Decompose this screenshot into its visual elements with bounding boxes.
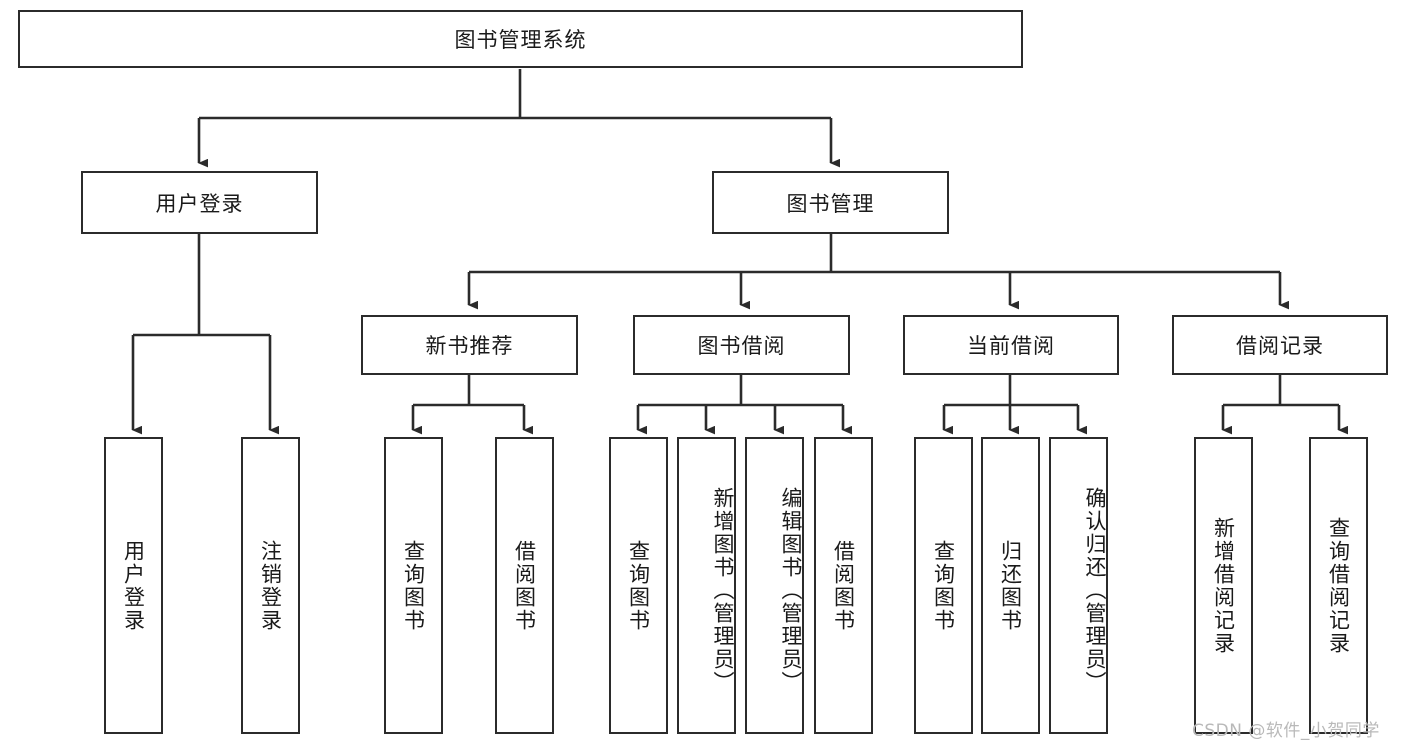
node-label: 注销登录 xyxy=(258,539,283,632)
leaf-user-login[interactable]: 用户登录 xyxy=(104,437,163,734)
node-label: 查询图书 xyxy=(401,539,426,632)
leaf-return-book[interactable]: 归还图书 xyxy=(981,437,1040,734)
node-label: 图书管理 xyxy=(786,191,875,216)
csdn-watermark: CSDN @软件_小贺同学 xyxy=(1192,721,1380,741)
node-user-login[interactable]: 用户登录 xyxy=(81,171,318,234)
node-label: 查询借阅记录 xyxy=(1326,516,1351,655)
node-book-management[interactable]: 图书管理 xyxy=(712,171,949,234)
leaf-add-borrow-record[interactable]: 新增借阅记录 xyxy=(1194,437,1253,734)
node-label: 查询图书 xyxy=(626,539,651,632)
node-label: 当前借阅 xyxy=(967,334,1055,358)
node-label: 确认归还（管理员） xyxy=(1083,487,1107,694)
node-label: 借阅图书 xyxy=(831,539,856,632)
node-label: 新增借阅记录 xyxy=(1211,516,1236,655)
node-label: 图书管理系统 xyxy=(454,28,587,52)
node-new-book-recommend[interactable]: 新书推荐 xyxy=(361,315,578,375)
leaf-add-book[interactable]: 新增图书（管理员） xyxy=(677,437,736,734)
node-label: 图书借阅 xyxy=(697,334,786,358)
node-label: 用户登录 xyxy=(155,191,244,216)
leaf-confirm-return[interactable]: 确认归还（管理员） xyxy=(1049,437,1108,734)
node-book-management-system[interactable]: 图书管理系统 xyxy=(18,10,1023,68)
leaf-query-book-borrow[interactable]: 查询图书 xyxy=(609,437,668,734)
node-label: 查询图书 xyxy=(931,539,956,632)
node-label: 借阅图书 xyxy=(512,539,537,632)
node-book-borrow[interactable]: 图书借阅 xyxy=(633,315,850,375)
leaf-logout-login[interactable]: 注销登录 xyxy=(241,437,300,734)
node-label: 新书推荐 xyxy=(425,334,514,358)
node-label: 编辑图书（管理员） xyxy=(779,487,803,694)
node-label: 用户登录 xyxy=(121,539,146,632)
node-label: 新增图书（管理员） xyxy=(711,487,735,694)
leaf-query-book-recommend[interactable]: 查询图书 xyxy=(384,437,443,734)
leaf-borrow-book-recommend[interactable]: 借阅图书 xyxy=(495,437,554,734)
node-current-borrow[interactable]: 当前借阅 xyxy=(903,315,1119,375)
node-borrow-record[interactable]: 借阅记录 xyxy=(1172,315,1388,375)
leaf-edit-book[interactable]: 编辑图书（管理员） xyxy=(745,437,804,734)
leaf-query-book-current[interactable]: 查询图书 xyxy=(914,437,973,734)
leaf-borrow-book-borrow[interactable]: 借阅图书 xyxy=(814,437,873,734)
node-label: 归还图书 xyxy=(998,539,1023,632)
leaf-query-borrow-record[interactable]: 查询借阅记录 xyxy=(1309,437,1368,734)
node-label: 借阅记录 xyxy=(1236,334,1324,358)
